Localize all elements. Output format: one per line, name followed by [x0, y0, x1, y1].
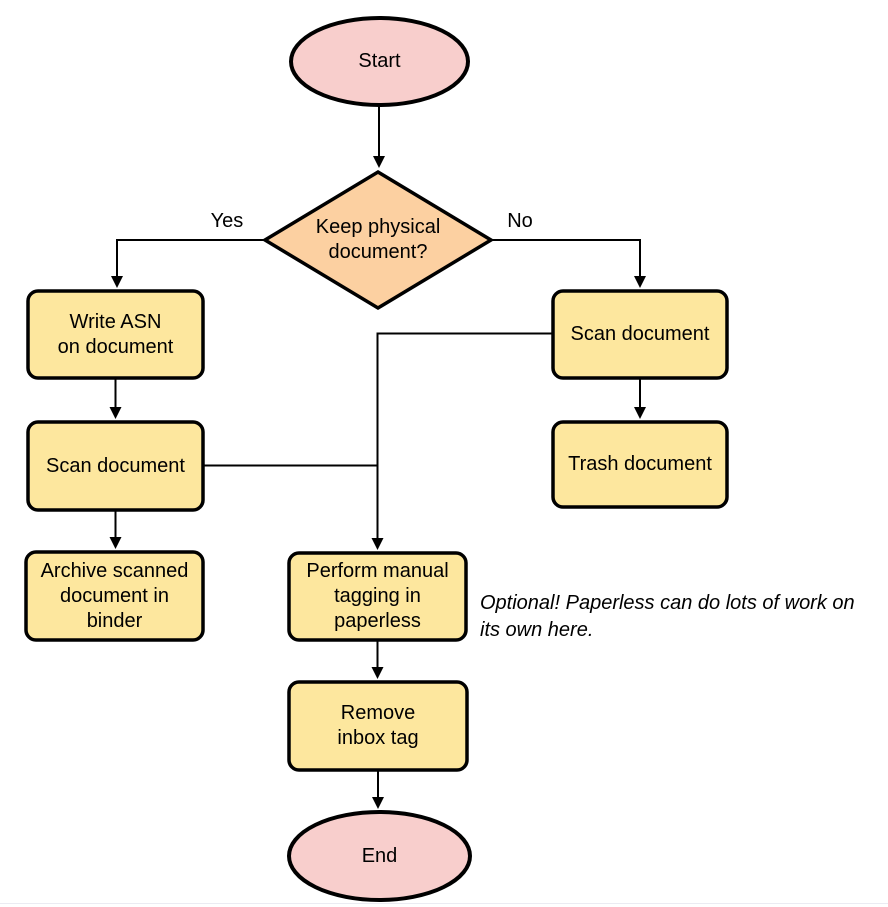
- write-asn-node-label: Write ASN on document: [57, 310, 174, 358]
- start-node-shape: [289, 16, 470, 107]
- edge-label-no: No: [507, 210, 533, 232]
- start-node-label: Start: [358, 50, 401, 72]
- bottom-divider: [0, 903, 888, 904]
- annotation-note: Optional! Paperless can do lots of work …: [480, 592, 855, 641]
- edge-decision-yes-to-write-asn: [111, 239, 265, 288]
- tagging-node-shape: [287, 551, 468, 642]
- tagging-node-label: Perform manual tagging in paperless: [306, 560, 449, 632]
- scan-left-node-label: Scan document: [46, 454, 185, 477]
- trash-node-label: Trash document: [568, 453, 712, 475]
- trash-node-shape: [551, 420, 729, 509]
- edge-scan-right-to-tagging: [371, 332, 553, 550]
- decision-node-label: Keep physical document?: [315, 216, 441, 263]
- decision-node-shape: [261, 169, 495, 311]
- edge-label-yes: Yes: [210, 210, 244, 232]
- end-node-label: End: [361, 844, 398, 867]
- scan-right-node-label: Scan document: [570, 323, 710, 345]
- archive-node-shape: [24, 550, 205, 642]
- write-asn-node-shape: [26, 289, 205, 380]
- remove-inbox-node-shape: [287, 680, 469, 772]
- end-node-shape: [287, 810, 472, 902]
- edge-decision-no-to-scan-right: [491, 239, 646, 288]
- archive-node-label: Archive scanned document in binder: [40, 559, 189, 632]
- scan-right-node-shape: [551, 289, 729, 380]
- scan-left-node-shape: [26, 420, 205, 512]
- remove-inbox-node-label: Remove inbox tag: [337, 702, 419, 749]
